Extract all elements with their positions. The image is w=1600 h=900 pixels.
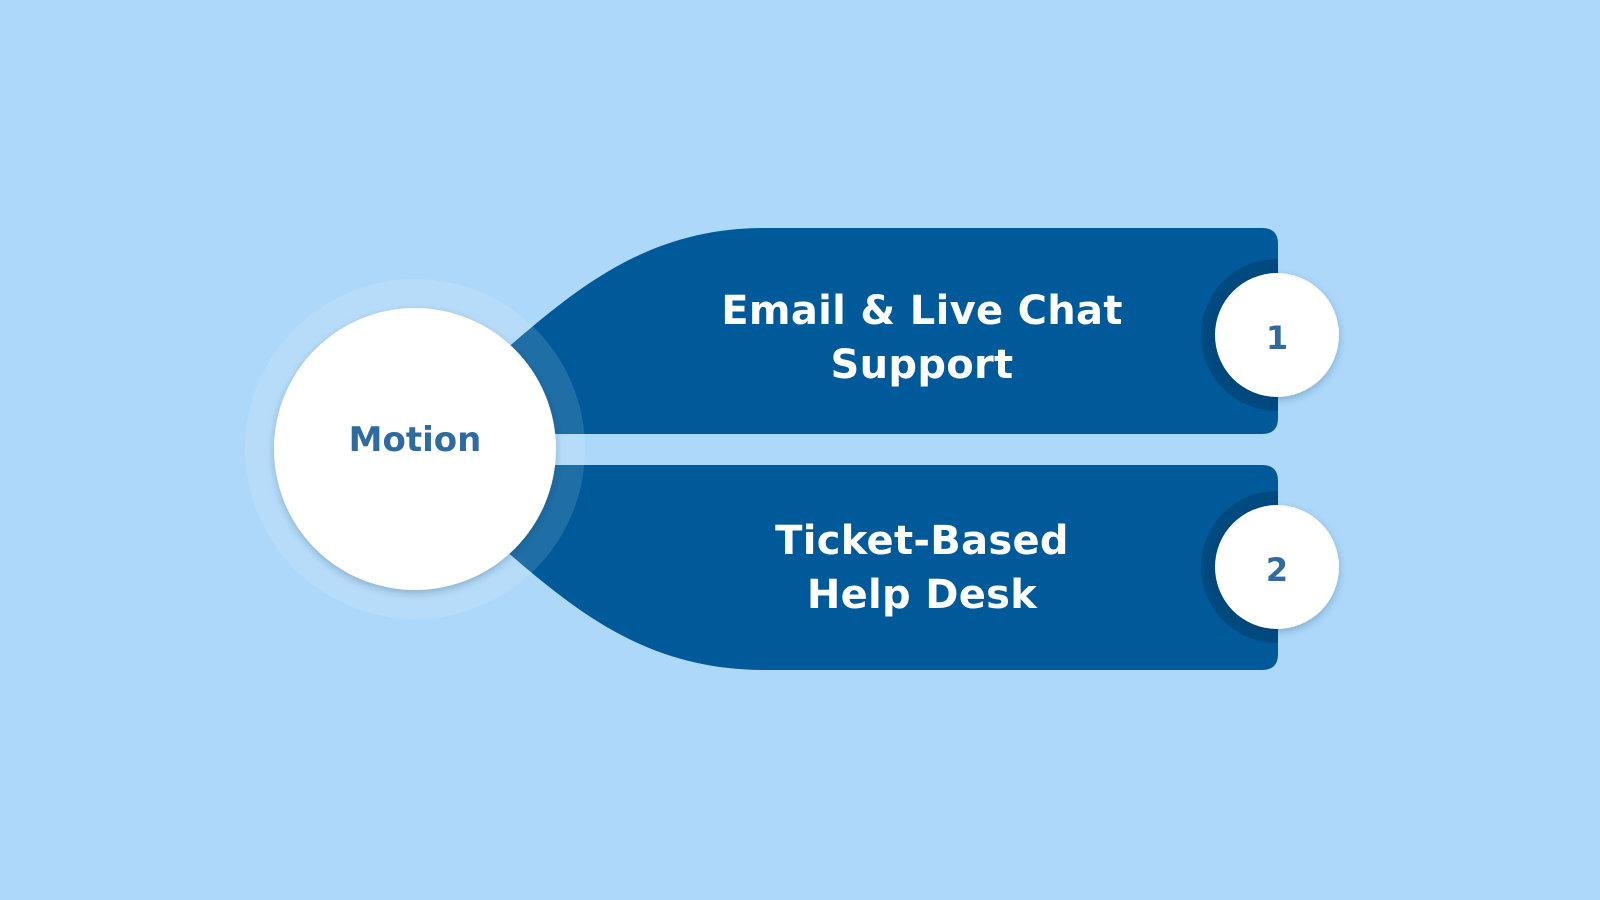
branch-1-label-line1: Email & Live Chat xyxy=(721,288,1123,334)
branch-2-label: Ticket-Based Help Desk xyxy=(662,514,1182,622)
hub-circle xyxy=(274,308,556,590)
branch-1-label-line2: Support xyxy=(830,342,1014,388)
branch-1-number: 1 xyxy=(1265,319,1289,357)
hub-label: Motion xyxy=(348,420,482,460)
branch-2-badge xyxy=(1215,505,1339,629)
branch-2-shape xyxy=(505,465,1278,670)
branch-1-badge xyxy=(1215,273,1339,397)
branch-2-label-line1: Ticket-Based xyxy=(775,518,1069,564)
branch-divider xyxy=(540,434,1280,465)
branch-1-shape xyxy=(505,228,1278,434)
branch-1-label: Email & Live Chat Support xyxy=(662,284,1182,392)
branch-2-number: 2 xyxy=(1265,551,1289,589)
branch-2-label-line2: Help Desk xyxy=(806,572,1038,618)
